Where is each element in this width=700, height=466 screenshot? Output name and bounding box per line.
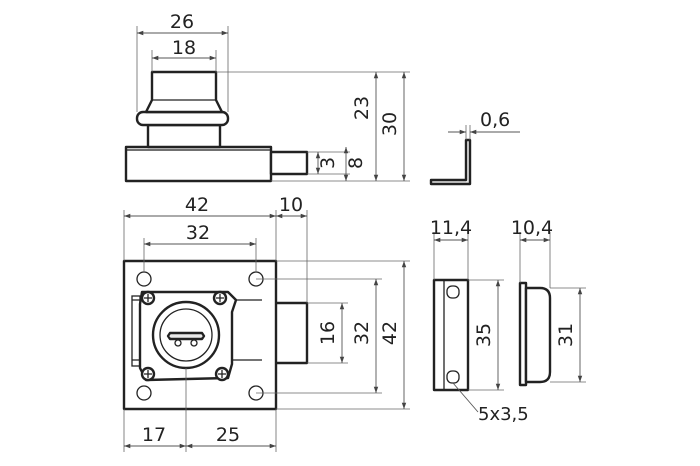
top-view-rose [135,110,230,127]
dim-23-label: 23 [351,96,373,120]
dim-10-label: 10 [279,194,303,216]
dim-18-label: 18 [172,37,196,59]
dim-16-label: 16 [317,321,339,345]
dim-42-vertical-label: 42 [379,321,401,345]
dim-26-label: 26 [170,11,194,33]
key-pin-right [190,339,198,347]
top-view-cylinder-head [144,70,224,114]
front-view: 42 10 32 16 32 42 17 25 [122,194,410,452]
dim-10-4-label: 10,4 [511,217,553,239]
top-view: 26 18 23 30 3 8 [124,11,410,183]
leader-5x3-5 [452,382,479,413]
side-view: 11,4 35 5x3,5 [430,217,529,425]
slot-top [446,285,460,299]
top-view-cylinder-base [146,123,222,149]
dim-25-label: 25 [216,424,240,446]
top-view-body [124,145,273,183]
front-view-cylinder-inner [159,308,213,362]
strike-plate-body [524,286,552,384]
side-view-plate [432,278,470,392]
key-pin-left [174,339,182,347]
dim-11-4-label: 11,4 [430,217,472,239]
dim-5x3-5-label: 5x3,5 [478,404,529,425]
dim-0-6-label: 0,6 [480,109,510,131]
keyway [166,331,206,341]
dim-35-label: 35 [473,323,495,347]
dim-3-label: 3 [317,157,339,169]
corner-hole-bottom-left [136,385,152,401]
angle-plate-view: 0,6 [429,109,520,186]
dim-8-label: 8 [345,157,367,169]
dim-32-holes-label: 32 [186,222,210,244]
dim-31-label: 31 [555,323,577,347]
dim-30-label: 30 [379,112,401,136]
top-view-bolt [269,150,309,176]
dim-17-label: 17 [142,424,166,446]
angle-plate-profile [429,138,472,186]
dim-32-vertical-label: 32 [351,321,373,345]
dim-42-label: 42 [185,194,209,216]
strike-plate-view: 10,4 31 [511,217,586,387]
